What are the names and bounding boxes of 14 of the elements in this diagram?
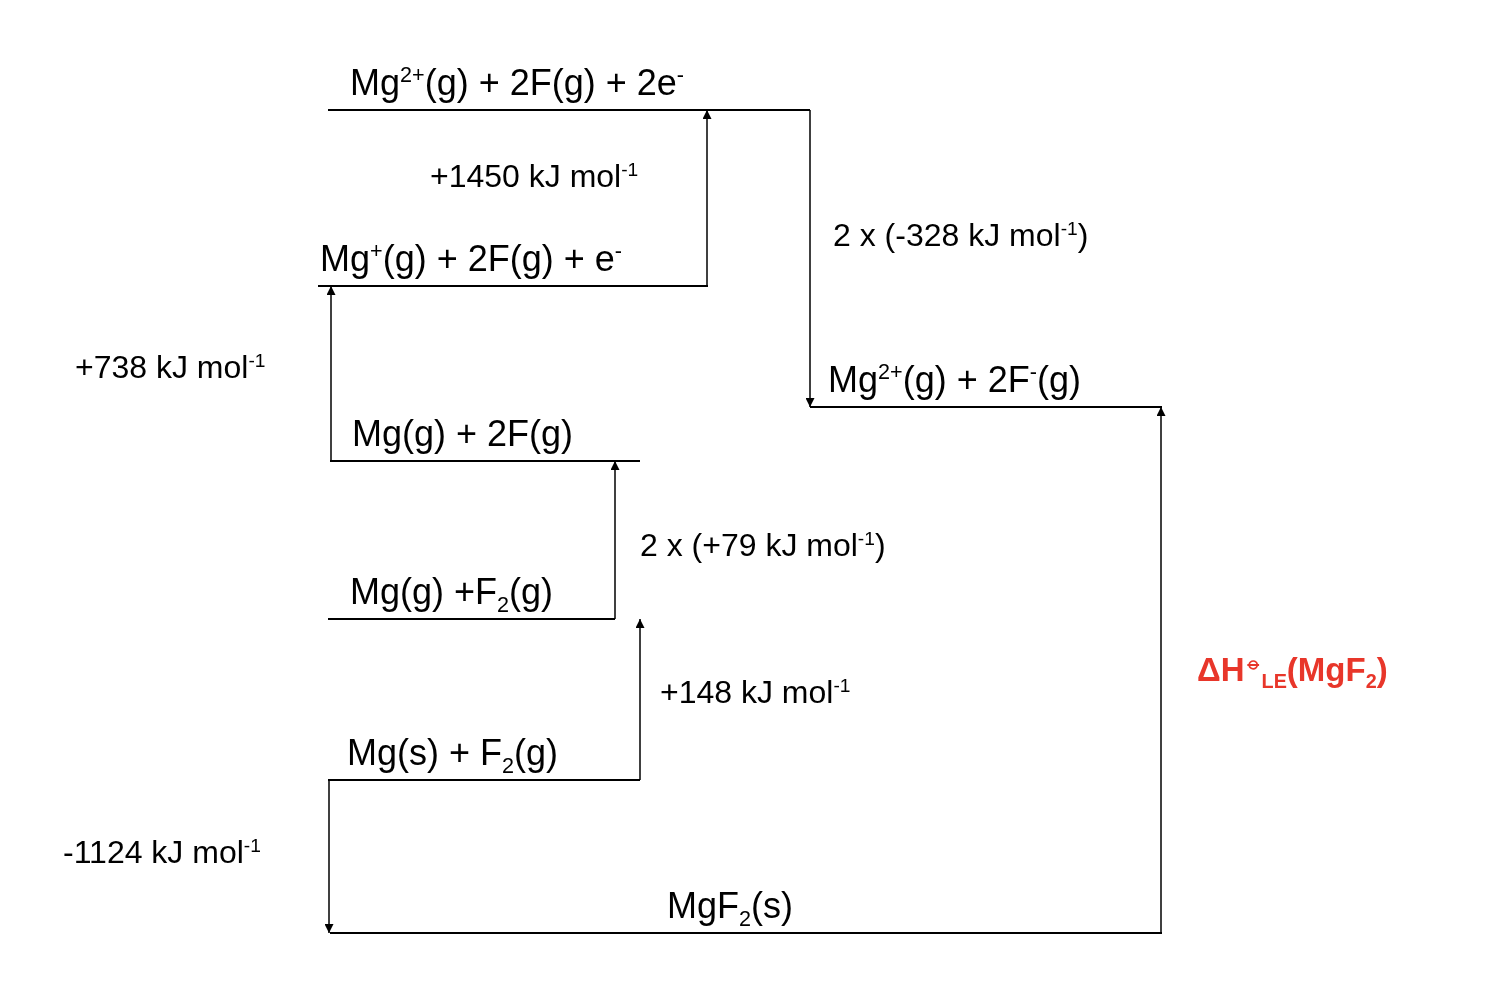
species-formula: Mg(s) + F$_{2}$(g) (347, 733, 559, 773)
species-formula: Mg$^{2+}$(g) + 2F(g) + 2e$^{-}$ (350, 63, 684, 103)
arrow (610, 460, 620, 620)
arrow (1156, 406, 1166, 934)
arrow (324, 779, 334, 934)
species-formula: Mg(g) + 2F(g) (352, 414, 574, 454)
arrow (326, 285, 336, 462)
species-formula: MgF$_{2}$(s) (667, 886, 793, 926)
species-formula: Mg$^{2+}$(g) + 2F$^{-}$(g) (828, 360, 1081, 400)
species-formula: Mg$^{+}$(g) + 2F(g) + e$^{-}$ (320, 239, 622, 279)
arrow (635, 618, 645, 781)
arrow (805, 109, 815, 408)
species-formula: Mg(g) +F$_{2}$(g) (350, 572, 554, 612)
arrow (702, 109, 712, 287)
